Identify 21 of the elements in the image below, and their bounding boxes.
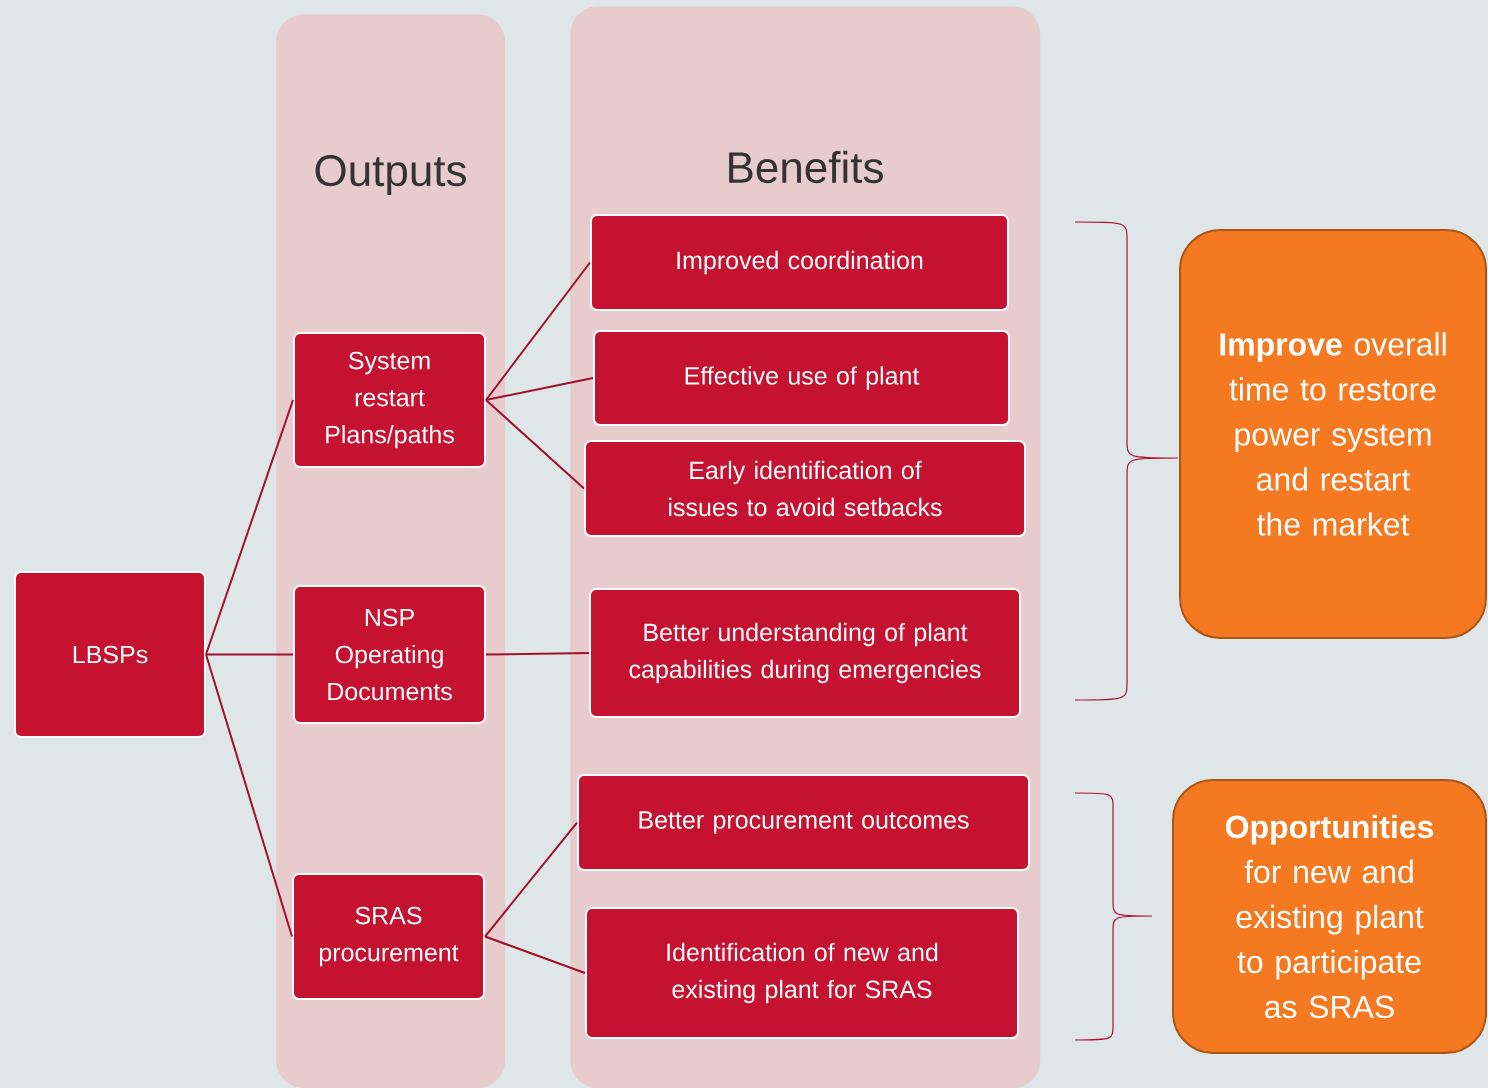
connector-line: [485, 261, 591, 401]
process-box: NSP Operating Documents: [293, 585, 486, 724]
process-box: Improved coordination: [590, 214, 1009, 311]
process-box: Better procurement outcomes: [577, 774, 1030, 871]
connector-line: [485, 377, 594, 401]
process-box: Better understanding of plant capabilities during emergencies: [589, 588, 1021, 718]
connector-line: [205, 653, 294, 656]
outcome-box: Improve overall time to restore power system and restart the market: [1179, 229, 1487, 639]
connector-line: [485, 399, 585, 490]
process-box: System restart Plans/paths: [293, 332, 486, 468]
process-box: Early identification of issues to avoid setbacks: [584, 440, 1026, 537]
connector-line: [205, 399, 294, 656]
process-box: LBSPs: [14, 571, 206, 738]
process-box: Identification of new and existing plant for SRAS: [585, 907, 1019, 1039]
connector-line: [484, 935, 586, 974]
process-box: Effective use of plant: [593, 330, 1010, 426]
connector-line: [205, 653, 293, 938]
process-box: SRAS procurement: [292, 873, 485, 1000]
connector-line: [485, 652, 590, 656]
connector-line: [484, 821, 578, 938]
outcome-box: Opportunities for new and existing plant to participate as SRAS: [1172, 779, 1487, 1054]
